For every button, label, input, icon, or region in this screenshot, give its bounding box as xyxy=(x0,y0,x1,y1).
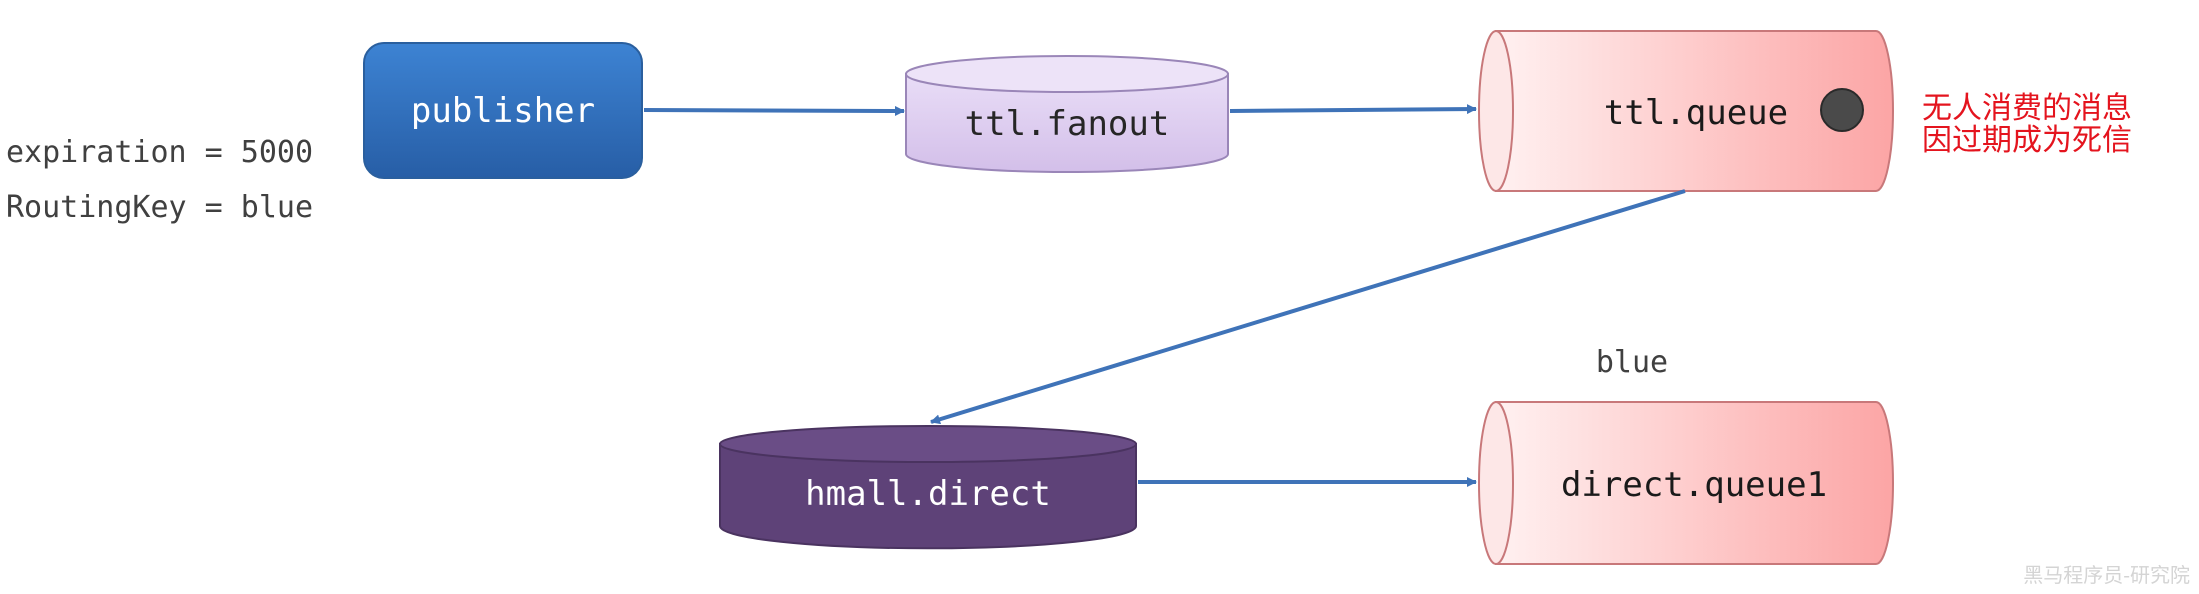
arrow-publisher-to-fanout xyxy=(643,105,905,116)
binding-key-label: blue xyxy=(1596,345,1668,380)
publisher-label: publisher xyxy=(411,91,595,131)
direct-queue1: direct.queue1 xyxy=(1478,401,1894,565)
dead-letter-note-line2: 因过期成为死信 xyxy=(1922,123,2132,158)
dead-letter-note-line1: 无人消费的消息 xyxy=(1922,91,2132,126)
arrow-ttl-queue-to-direct-exchange xyxy=(930,189,1686,425)
ttl-fanout-exchange: ttl.fanout xyxy=(905,55,1229,173)
hmall-direct-exchange: hmall.direct xyxy=(719,425,1137,550)
ttl-fanout-label: ttl.fanout xyxy=(965,104,1170,144)
ttl-queue-label: ttl.queue xyxy=(1604,93,1788,133)
direct-queue1-label: direct.queue1 xyxy=(1561,465,1827,505)
routing-key-label: RoutingKey = blue xyxy=(6,190,313,225)
publisher-node: publisher xyxy=(363,42,643,179)
ttl-queue: ttl.queue xyxy=(1478,30,1894,192)
hmall-direct-label: hmall.direct xyxy=(805,474,1051,514)
expiration-label: expiration = 5000 xyxy=(6,135,313,170)
watermark-text: 黑马程序员-研究院 xyxy=(2023,563,2190,587)
message-dot-icon xyxy=(1820,88,1864,132)
arrow-fanout-to-ttl-queue xyxy=(1229,104,1477,115)
